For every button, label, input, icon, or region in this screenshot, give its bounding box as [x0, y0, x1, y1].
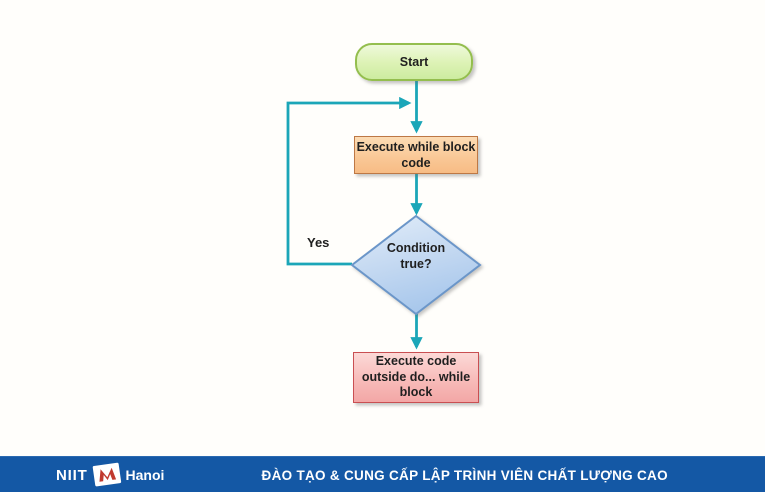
niit-brand-text: NIIT	[56, 466, 88, 484]
edge-yes-loop	[286, 96, 412, 266]
niit-hanoi-logo: NIIT Hanoi	[56, 461, 164, 489]
execute-outside-line1: Execute code	[375, 354, 457, 369]
footer-bar: NIIT Hanoi ĐÀO TẠO & CUNG CẤP LẬP TRÌNH …	[0, 456, 765, 492]
start-node-label: Start	[399, 55, 429, 69]
execute-while-line2: code	[401, 156, 431, 170]
execute-outside-line2: outside do... while	[361, 369, 471, 384]
condition-line1: Condition	[386, 241, 446, 255]
condition-node-label: Condition true?	[356, 241, 476, 272]
hanoi-brand-text: Hanoi	[125, 467, 165, 483]
execute-while-node: Execute while block code	[354, 136, 478, 174]
condition-diamond	[350, 214, 482, 316]
footer-slogan: ĐÀO TẠO & CUNG CẤP LẬP TRÌNH VIÊN CHẤT L…	[261, 467, 668, 483]
footer-slogan-wrap: ĐÀO TẠO & CUNG CẤP LẬP TRÌNH VIÊN CHẤT L…	[164, 468, 765, 483]
execute-outside-line3: block	[399, 385, 433, 400]
condition-line2: true?	[400, 256, 432, 271]
niit-logo-icon	[90, 461, 124, 489]
yes-branch-label: Yes	[307, 235, 330, 250]
start-node: Start	[355, 43, 473, 81]
execute-outside-node: Execute code outside do... while block	[353, 352, 479, 403]
execute-while-line1: Execute while block	[356, 140, 476, 154]
